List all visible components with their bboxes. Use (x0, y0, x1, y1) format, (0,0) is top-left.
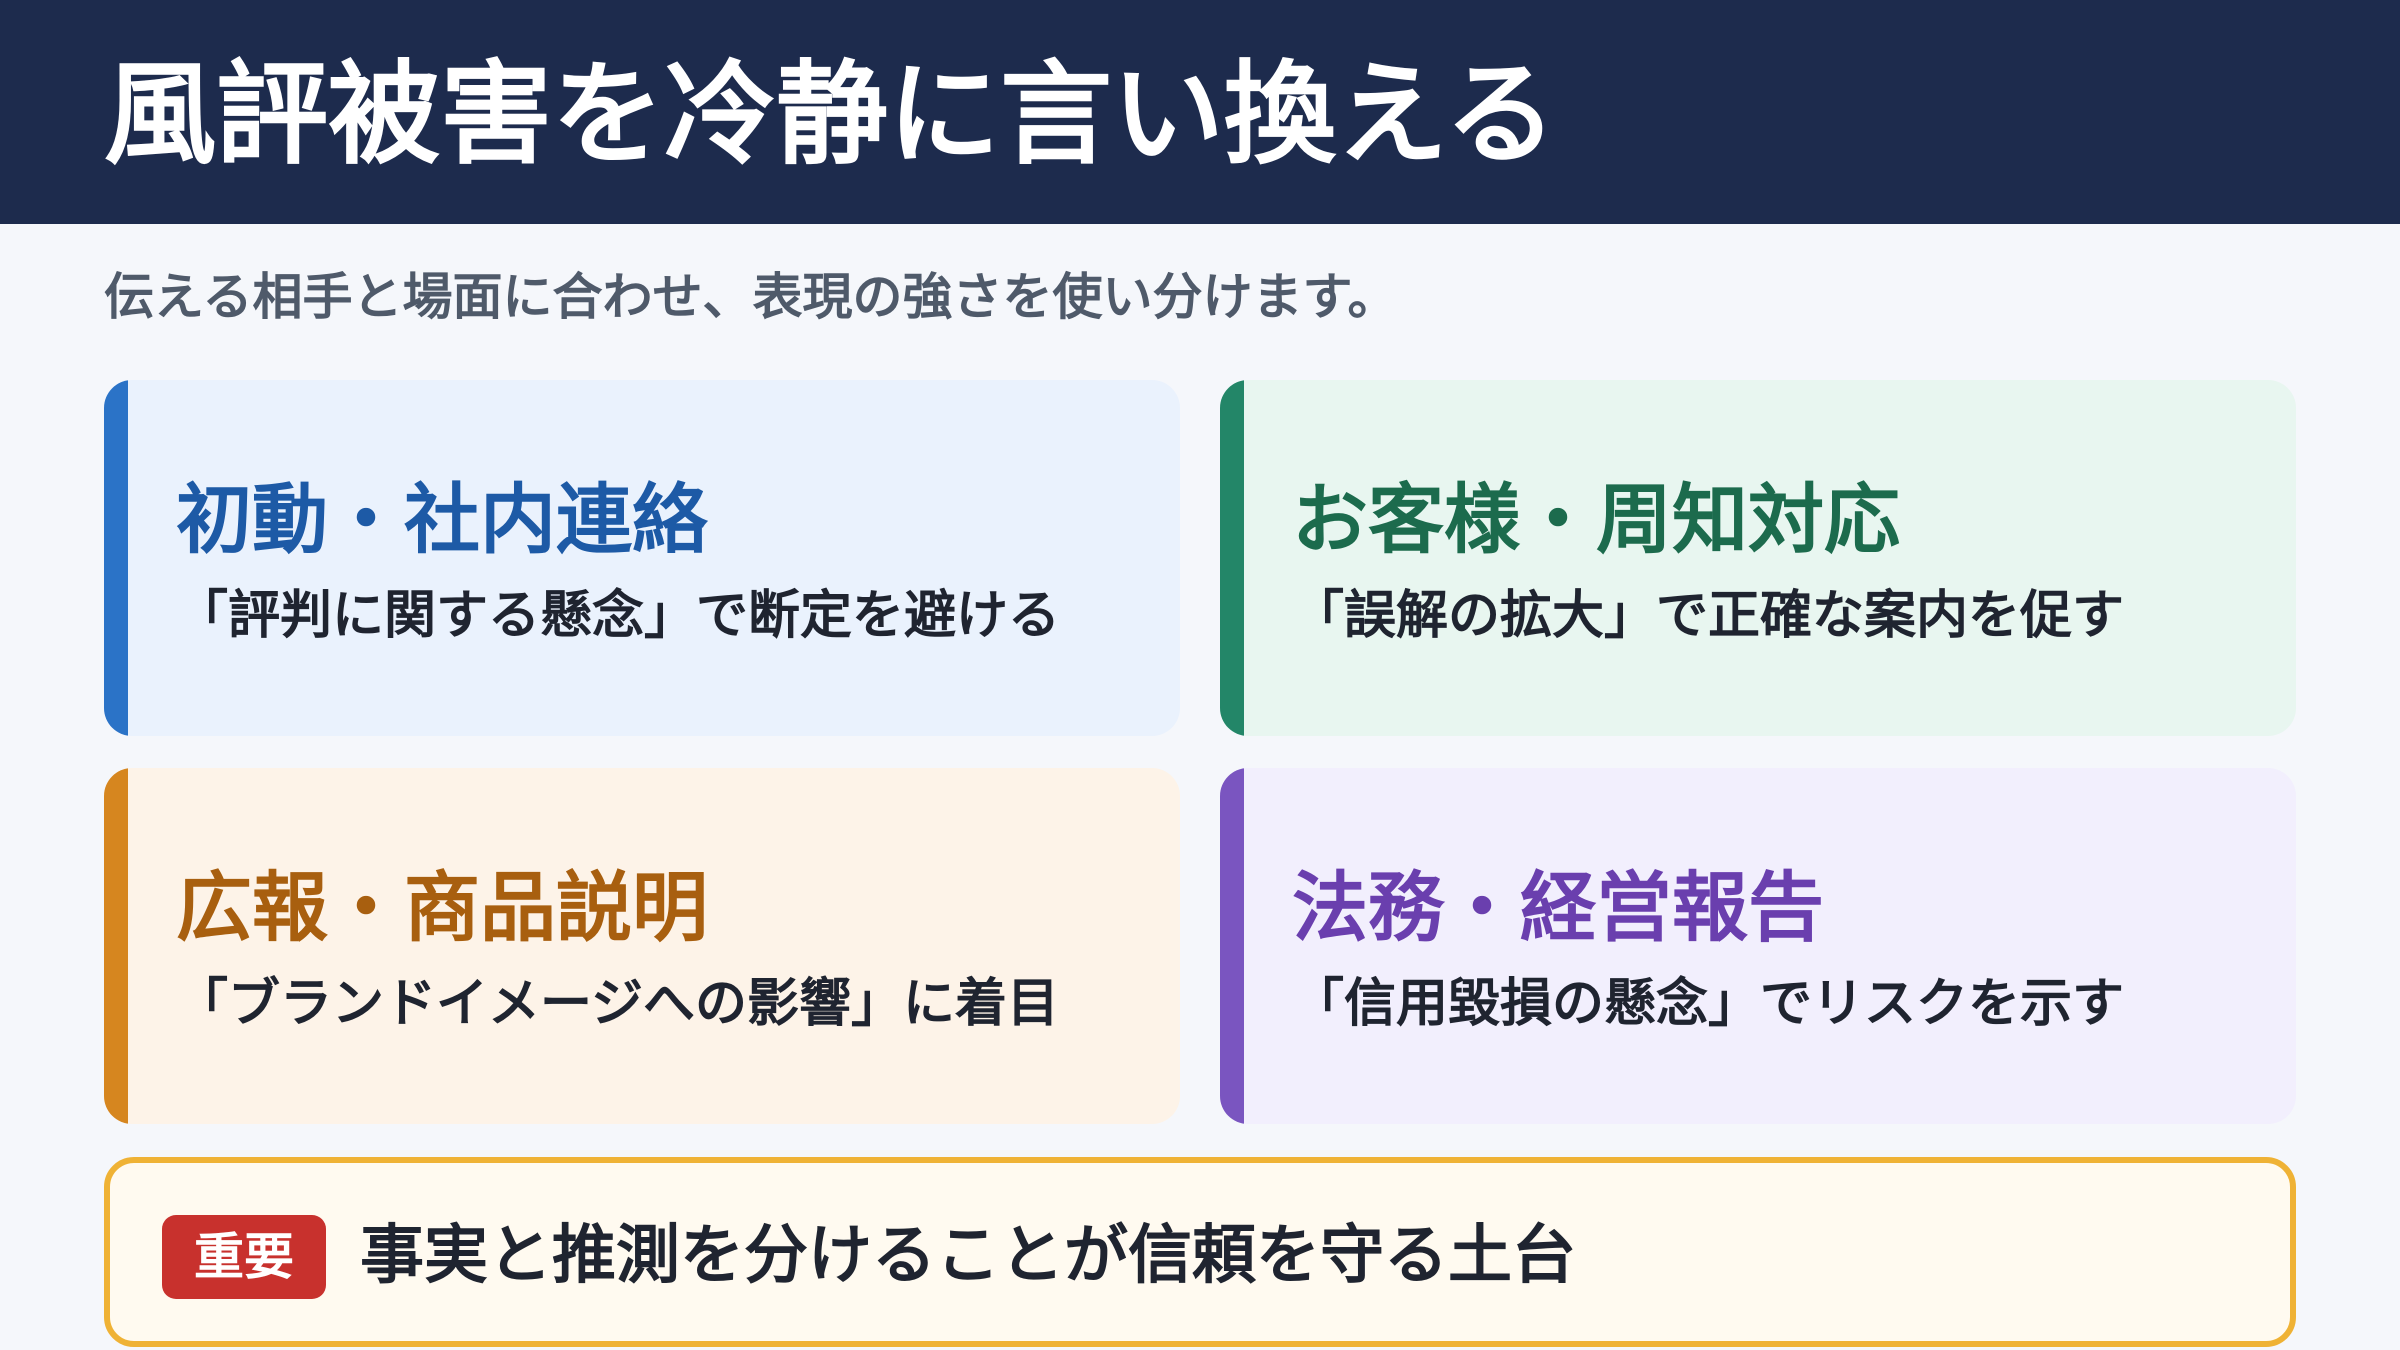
card-title: 法務・経営報告 (1292, 863, 1824, 952)
page-subtitle: 伝える相手と場面に合わせ、表現の強さを使い分けます。 (104, 268, 1398, 326)
card-title: お客様・周知対応 (1292, 475, 1900, 564)
card-description: 「評判に関する懸念」で断定を避ける (176, 586, 1061, 646)
card-customer-notice: お客様・周知対応 「誤解の拡大」で正確な案内を促す (1220, 380, 2296, 736)
page-title: 風評被害を冷静に言い換える (104, 50, 1557, 180)
important-badge: 重要 (162, 1215, 326, 1299)
important-note-text: 事実と推測を分けることが信頼を守る土台 (360, 1219, 1576, 1293)
header-banner: 風評被害を冷静に言い換える (0, 0, 2400, 224)
card-title: 初動・社内連絡 (176, 475, 708, 564)
card-description: 「誤解の拡大」で正確な案内を促す (1292, 586, 2125, 646)
card-legal-management: 法務・経営報告 「信用毀損の懸念」でリスクを示す (1220, 768, 2296, 1124)
important-note: 重要 事実と推測を分けることが信頼を守る土台 (104, 1157, 2296, 1347)
card-internal-initial: 初動・社内連絡 「評判に関する懸念」で断定を避ける (104, 380, 1180, 736)
card-title: 広報・商品説明 (176, 863, 708, 952)
card-description: 「信用毀損の懸念」でリスクを示す (1292, 974, 2125, 1034)
card-description: 「ブランドイメージへの影響」に着目 (176, 974, 1059, 1034)
card-pr-product: 広報・商品説明 「ブランドイメージへの影響」に着目 (104, 768, 1180, 1124)
